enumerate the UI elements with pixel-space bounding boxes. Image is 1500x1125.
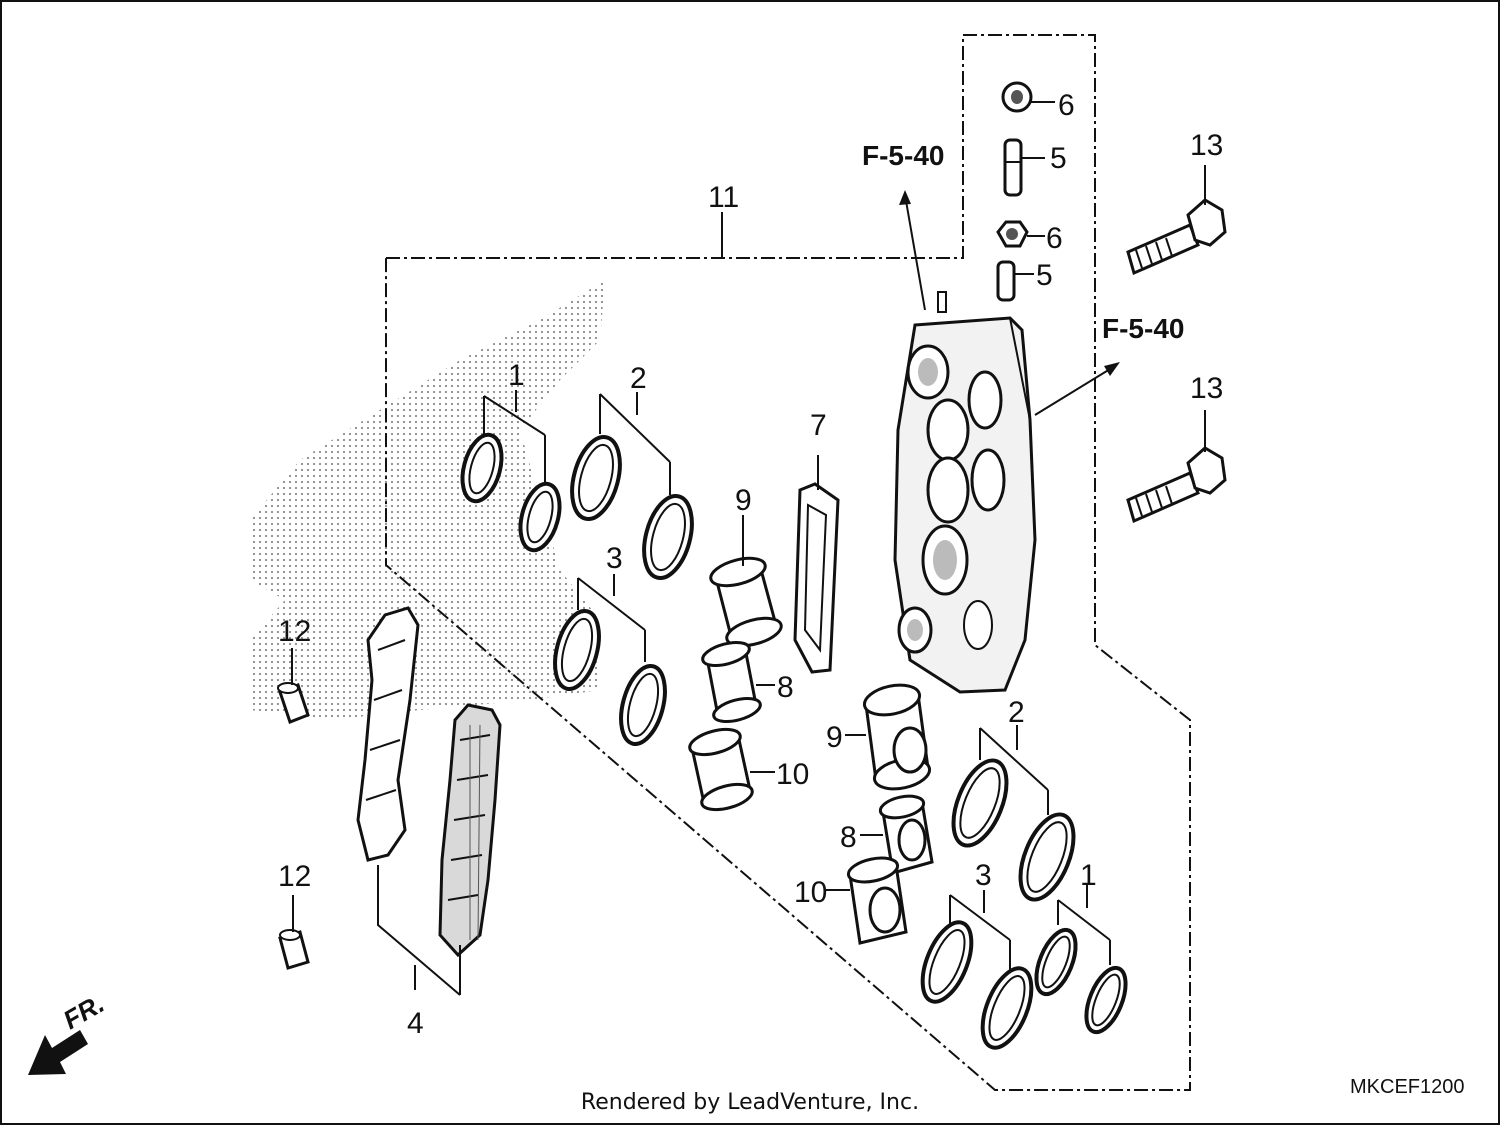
piston-10-a (688, 727, 775, 812)
front-marker-label: FR. (58, 988, 109, 1035)
piston-seal-3-c (920, 920, 974, 1004)
front-direction-arrow-icon (28, 1030, 88, 1075)
callout-3: 3 (606, 542, 623, 575)
piston-8-a (701, 641, 775, 723)
callout-8: 8 (777, 671, 794, 704)
callout-4: 4 (407, 1007, 424, 1040)
callout-11: 11 (708, 181, 739, 214)
callout-3a-bracket (577, 574, 646, 662)
callout-7: 7 (810, 409, 827, 442)
dust-seal-2-b (642, 494, 694, 580)
bleed-cap-6-lower (996, 220, 1045, 248)
callout-2b-bracket (979, 725, 1049, 815)
piston-seal-1-c (1034, 927, 1078, 997)
bleeder-screw-5-lower (996, 260, 1034, 302)
callout-2: 2 (630, 362, 647, 395)
piston-seal-3-d (980, 966, 1034, 1050)
callout-6: 6 (1058, 89, 1075, 122)
bleed-cap-6-upper (1001, 81, 1055, 113)
reference-label: F-5-40 (862, 140, 944, 171)
callout-13: 13 (1190, 372, 1223, 405)
callout-12: 12 (278, 615, 311, 648)
ref-arrow-a (904, 194, 926, 311)
mounting-bolt-13-lower (1126, 410, 1227, 524)
piston-10-b (825, 856, 908, 945)
callout-1b-bracket (1057, 885, 1111, 965)
piston-9-a (709, 515, 783, 648)
pad-spring-7 (793, 455, 840, 674)
callout-1a-bracket (483, 390, 546, 482)
brake-pad-4-a (356, 606, 420, 862)
callout-1: 1 (508, 359, 525, 392)
callout-13: 13 (1190, 129, 1223, 162)
piston-seal-3-a (553, 609, 601, 691)
pad-pin-12-upper (277, 648, 310, 724)
assembly-11-dashed-outline (385, 34, 1191, 1091)
callout-3: 3 (975, 859, 992, 892)
caliper-body (893, 291, 1037, 694)
bleeder-screw-5-upper (1003, 138, 1045, 197)
piston-seal-1-a (460, 432, 504, 504)
callout-8: 8 (840, 821, 857, 854)
ref-arrow-b (1034, 365, 1116, 416)
brake-pad-4-b (438, 703, 502, 958)
piston-8-b (860, 794, 934, 875)
piston-seal-1-d (1084, 965, 1128, 1035)
callout-9: 9 (826, 721, 843, 754)
callout-5: 5 (1050, 142, 1067, 175)
callout-2: 2 (1008, 696, 1025, 729)
callout-4-bracket (377, 865, 461, 996)
callout-9: 9 (735, 484, 752, 517)
callout-3b-bracket (949, 890, 1011, 970)
callout-12: 12 (278, 860, 311, 893)
dust-seal-2-c (951, 758, 1009, 848)
render-credit: Rendered by LeadVenture, Inc. (580, 1090, 920, 1115)
diagram-code: MKCEF1200 (1350, 1076, 1465, 1098)
reference-label: F-5-40 (1102, 313, 1184, 344)
piston-seal-3-b (619, 664, 667, 746)
dust-seal-2-d (1018, 812, 1076, 902)
pad-pin-12-lower (278, 895, 310, 970)
callout-6: 6 (1046, 222, 1063, 255)
dust-seal-2-a (570, 435, 622, 521)
piston-9-b (845, 683, 932, 791)
callout-2a-bracket (599, 392, 671, 495)
callout-10: 10 (776, 758, 809, 791)
callout-5: 5 (1036, 259, 1053, 292)
piston-seal-1-b (518, 481, 562, 553)
mounting-bolt-13-upper (1126, 165, 1227, 276)
callout-1: 1 (1080, 859, 1097, 892)
callout-10: 10 (794, 876, 827, 909)
